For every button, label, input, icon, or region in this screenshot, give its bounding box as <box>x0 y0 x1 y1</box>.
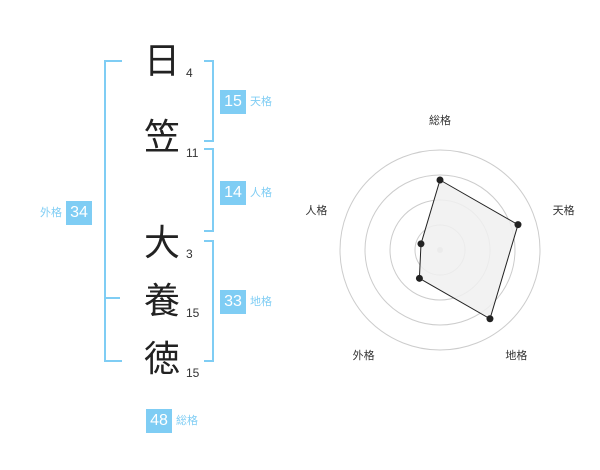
radar-axis-label: 地格 <box>505 348 527 362</box>
name-char-2: 笠 <box>143 117 180 158</box>
chikaku-value: 33 <box>220 290 246 314</box>
gaikaku-bracket <box>104 60 122 362</box>
name-char-1: 日 <box>143 41 180 82</box>
chikaku-badge: 33 地格 <box>220 290 272 314</box>
tenkaku-label: 天格 <box>250 95 272 108</box>
chikaku-bracket <box>204 240 214 362</box>
stroke-count-2: 11 <box>186 146 199 160</box>
radar-point <box>436 176 444 184</box>
name-char-5: 徳 <box>143 339 180 380</box>
stroke-count-3: 3 <box>186 247 193 261</box>
tenkaku-bracket <box>204 60 214 142</box>
jinkaku-badge: 14 人格 <box>220 181 272 205</box>
name-char-4: 養 <box>143 281 180 322</box>
name-char-3: 大 <box>143 223 180 264</box>
radar-point <box>514 221 522 229</box>
jinkaku-bracket <box>204 148 214 232</box>
radar-axis-label: 人格 <box>305 203 327 217</box>
soukaku-badge: 48 総格 <box>146 409 198 433</box>
soukaku-label: 総格 <box>176 414 198 427</box>
chikaku-label: 地格 <box>250 295 272 308</box>
tenkaku-badge: 15 天格 <box>220 90 272 114</box>
radar-polygon <box>418 179 519 320</box>
gaikaku-value: 34 <box>66 201 92 225</box>
stroke-count-4: 15 <box>186 306 200 320</box>
gaikaku-badge: 34 外格 <box>40 201 92 225</box>
stroke-count-5: 15 <box>186 366 200 380</box>
radar-axis-label: 外格 <box>353 348 375 362</box>
radar-ring <box>339 149 541 351</box>
stroke-count-1: 4 <box>186 66 193 80</box>
jinkaku-label: 人格 <box>250 186 272 199</box>
soukaku-value: 48 <box>146 409 172 433</box>
tenkaku-value: 15 <box>220 90 246 114</box>
radar-point <box>415 274 423 282</box>
radar-axis-label: 天格 <box>553 203 575 217</box>
gaikaku-bracket-divider <box>104 297 120 299</box>
radar-ring <box>364 174 516 326</box>
jinkaku-value: 14 <box>220 181 246 205</box>
radar-axis-label: 総格 <box>429 113 451 127</box>
gaikaku-label: 外格 <box>40 206 62 219</box>
radar-point <box>417 240 425 248</box>
radar-point <box>486 315 494 323</box>
